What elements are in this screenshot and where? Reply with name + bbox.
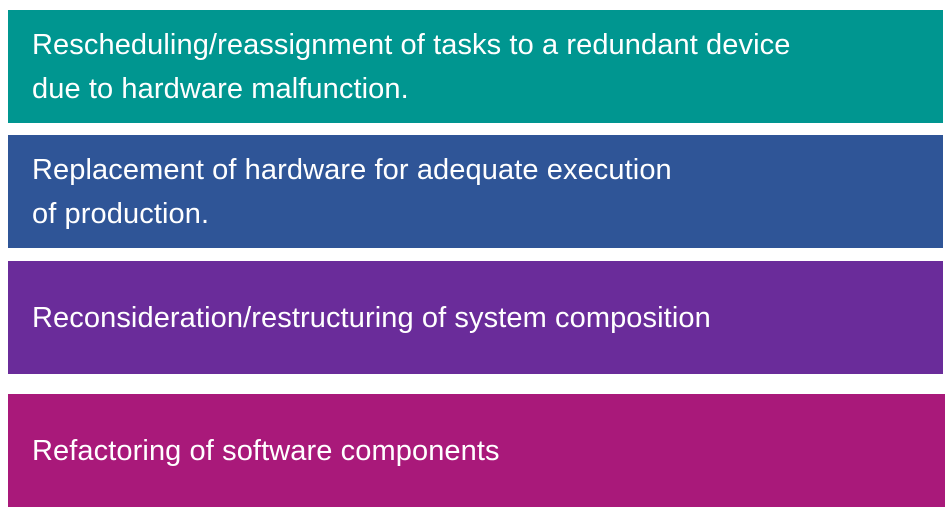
box-software-refactoring: Refactoring of software components [8, 394, 945, 507]
box-hardware-replacement: Replacement of hardware for adequate exe… [8, 135, 943, 248]
box-text: Refactoring of software components [32, 434, 500, 467]
box-text: Replacement of hardware for adequate exe… [32, 153, 672, 230]
box-system-restructuring: Reconsideration/restructuring of system … [8, 261, 943, 374]
box-task-rescheduling: Rescheduling/reassignment of tasks to a … [8, 10, 943, 123]
box-text: Reconsideration/restructuring of system … [32, 301, 711, 334]
box-text: Rescheduling/reassignment of tasks to a … [32, 28, 791, 105]
